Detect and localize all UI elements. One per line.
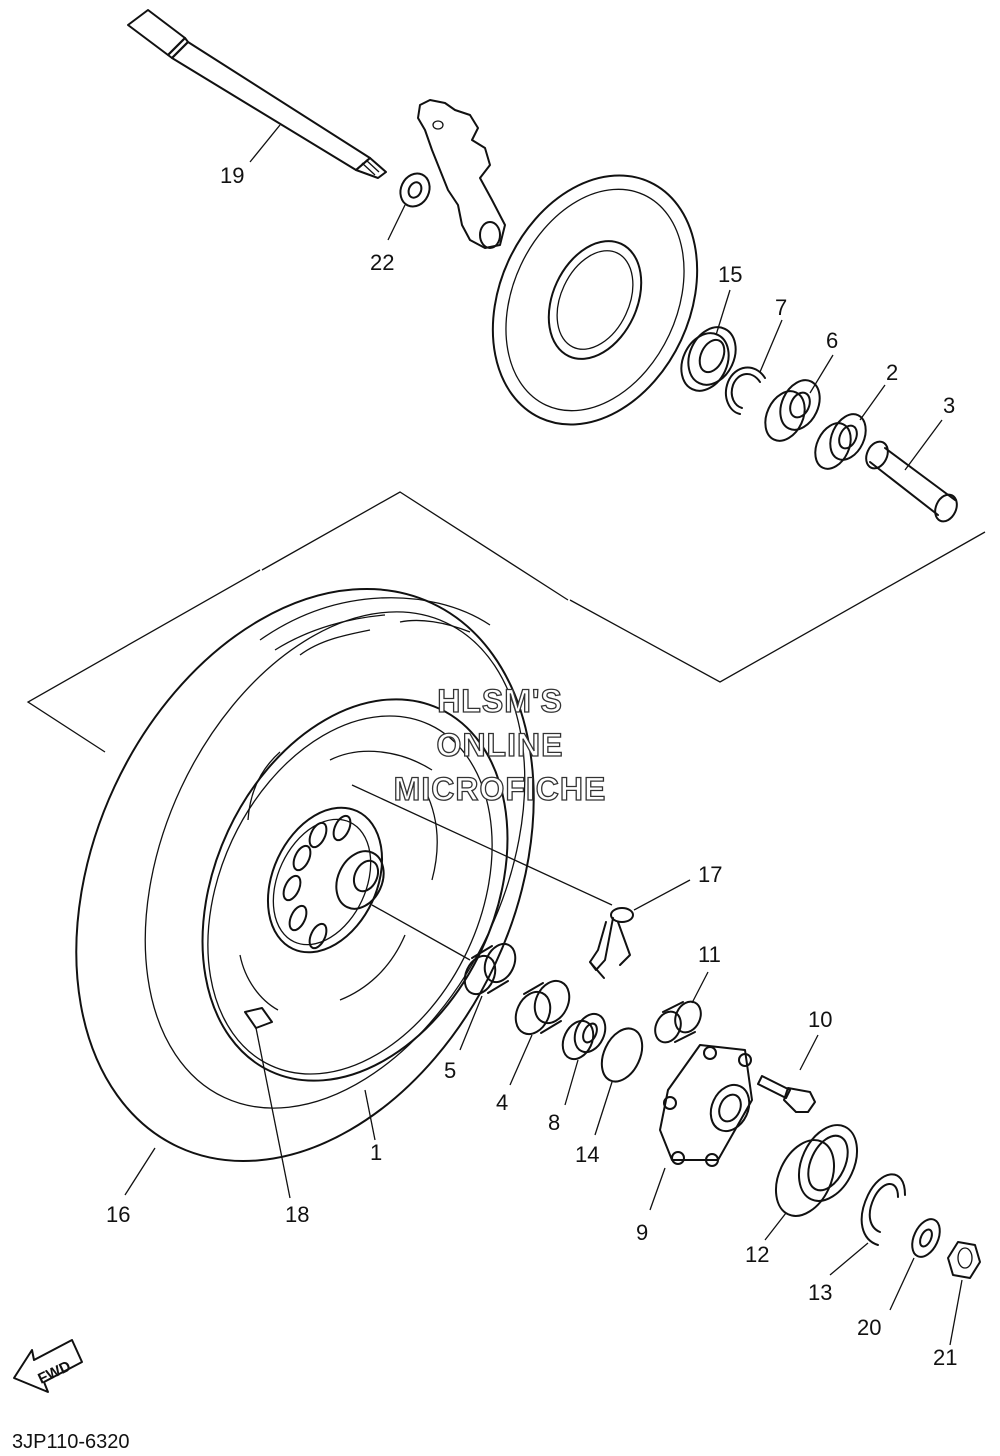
- callout-6: 6: [826, 328, 838, 353]
- watermark-line-1: HLSM'S: [437, 683, 563, 719]
- diagram-code: 3JP110-6320: [12, 1431, 130, 1453]
- callout-8: 8: [548, 1110, 560, 1135]
- watermark: HLSM'S ONLINE MICROFICHE: [393, 682, 607, 807]
- callout-14: 14: [575, 1142, 599, 1167]
- spacer-4[interactable]: [509, 975, 576, 1039]
- callout-15: 15: [718, 262, 742, 287]
- bearing-6[interactable]: [758, 374, 828, 447]
- callout-13: 13: [808, 1280, 832, 1305]
- callout-19: 19: [220, 163, 244, 188]
- oil-seal-15[interactable]: [672, 320, 744, 399]
- callout-18: 18: [285, 1202, 309, 1227]
- fwd-arrow-icon: FWD: [13, 1339, 83, 1393]
- circlip-13[interactable]: [860, 1173, 906, 1246]
- brake-disc: [491, 174, 699, 426]
- callout-10: 10: [808, 1007, 832, 1032]
- bearing-8[interactable]: [557, 1009, 611, 1064]
- bearing-12[interactable]: [765, 1116, 869, 1225]
- wheel-1[interactable]: [144, 650, 567, 1131]
- fwd-label: FWD: [35, 1358, 73, 1388]
- washer-20[interactable]: [907, 1215, 946, 1261]
- axle-19[interactable]: [127, 9, 387, 179]
- valve-18[interactable]: [244, 1007, 273, 1029]
- callout-4: 4: [496, 1090, 508, 1115]
- callout-3: 3: [943, 393, 955, 418]
- callout-16: 16: [106, 1202, 130, 1227]
- bearing-2[interactable]: [808, 408, 872, 474]
- leader-lines: [124, 124, 963, 1346]
- tire-16[interactable]: [0, 514, 622, 1235]
- valve-stem-17[interactable]: [351, 784, 634, 979]
- caliper-bracket: [417, 99, 506, 249]
- collar-22[interactable]: [395, 169, 435, 212]
- nut-21[interactable]: [947, 1241, 981, 1279]
- collar-11[interactable]: [650, 997, 705, 1046]
- assembly-outline: [26, 491, 986, 753]
- o-ring-14[interactable]: [594, 1022, 650, 1088]
- callout-9: 9: [636, 1220, 648, 1245]
- callout-5: 5: [444, 1058, 456, 1083]
- watermark-line-2: ONLINE: [437, 727, 564, 763]
- circlip-7[interactable]: [724, 366, 766, 415]
- callout-21: 21: [933, 1345, 957, 1370]
- watermark-line-3: MICROFICHE: [394, 771, 607, 807]
- callout-11: 11: [698, 942, 721, 967]
- bolt-10[interactable]: [757, 1075, 816, 1113]
- callout-1: 1: [370, 1140, 382, 1165]
- spacer-3[interactable]: [862, 438, 961, 525]
- collar-5[interactable]: [371, 904, 521, 999]
- clutch-hub-9[interactable]: [659, 1044, 756, 1167]
- callout-12: 12: [745, 1242, 769, 1267]
- callout-20: 20: [857, 1315, 881, 1340]
- callout-2: 2: [886, 360, 898, 385]
- callout-17: 17: [698, 862, 722, 887]
- callout-7: 7: [775, 295, 787, 320]
- callout-22: 22: [370, 250, 394, 275]
